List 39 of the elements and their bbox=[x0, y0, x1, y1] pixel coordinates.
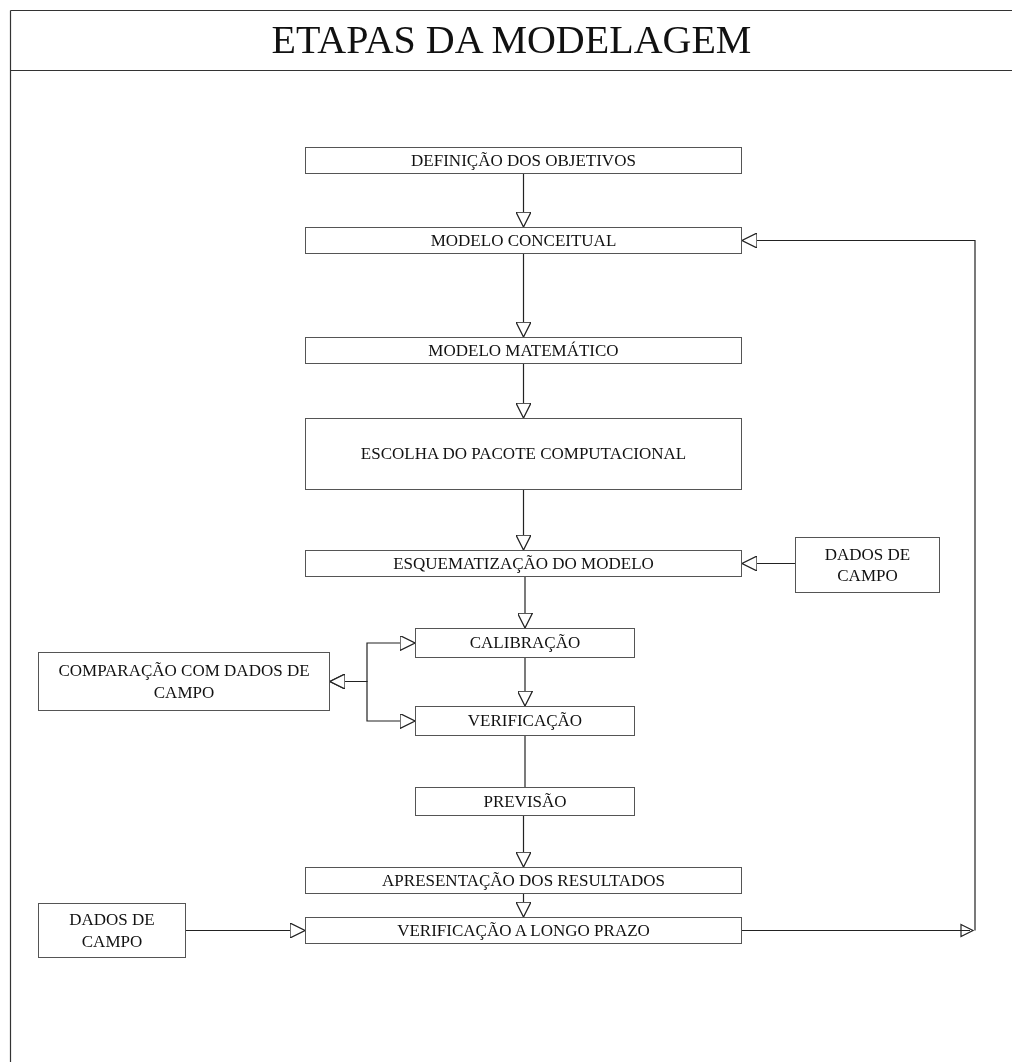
box-label: COMPARAÇÃO COM DADOS DE CAMPO bbox=[57, 660, 311, 703]
arrow bbox=[515, 489, 532, 551]
process-box bbox=[305, 227, 742, 254]
process-box bbox=[305, 337, 742, 364]
arrow bbox=[515, 815, 532, 868]
process-box bbox=[305, 418, 742, 490]
box-label: DADOS DE CAMPO bbox=[68, 909, 156, 952]
arrow bbox=[515, 253, 532, 338]
diagram-title: ETAPAS DA MODELAGEM bbox=[270, 16, 753, 64]
box-label: DEFINIÇÃO DOS OBJETIVOS bbox=[410, 149, 637, 172]
arrow bbox=[741, 232, 976, 938]
box-label: MODELO MATEMÁTICO bbox=[427, 339, 620, 362]
process-box bbox=[305, 147, 742, 174]
box-label: ESCOLHA DO PACOTE COMPUTACIONAL bbox=[359, 443, 688, 465]
arrow bbox=[515, 173, 532, 228]
process-box bbox=[305, 550, 742, 577]
box-label: ESQUEMATIZAÇÃO DO MODELO bbox=[392, 552, 655, 575]
arrow bbox=[516, 576, 534, 629]
process-box bbox=[415, 628, 635, 658]
process-box bbox=[305, 867, 742, 894]
process-box bbox=[415, 787, 635, 816]
process-box bbox=[415, 706, 635, 736]
process-box bbox=[305, 917, 742, 944]
box-label: APRESENTAÇÃO DOS RESULTADOS bbox=[381, 869, 666, 892]
box-label: VERIFICAÇÃO bbox=[466, 710, 584, 732]
process-box bbox=[38, 903, 186, 958]
box-label: VERIFICAÇÃO A LONGO PRAZO bbox=[396, 919, 651, 942]
process-box bbox=[38, 652, 330, 711]
arrow bbox=[185, 922, 306, 939]
box-label: PREVISÃO bbox=[482, 790, 568, 813]
box-label: DADOS DE CAMPO bbox=[823, 543, 912, 587]
box-label: MODELO CONCEITUAL bbox=[429, 229, 618, 252]
arrow bbox=[516, 657, 534, 707]
process-box bbox=[795, 537, 940, 593]
arrow bbox=[515, 893, 532, 918]
arrow bbox=[741, 555, 796, 572]
arrow bbox=[515, 363, 532, 419]
box-label: CALIBRAÇÃO bbox=[468, 632, 582, 654]
arrow bbox=[329, 673, 416, 730]
